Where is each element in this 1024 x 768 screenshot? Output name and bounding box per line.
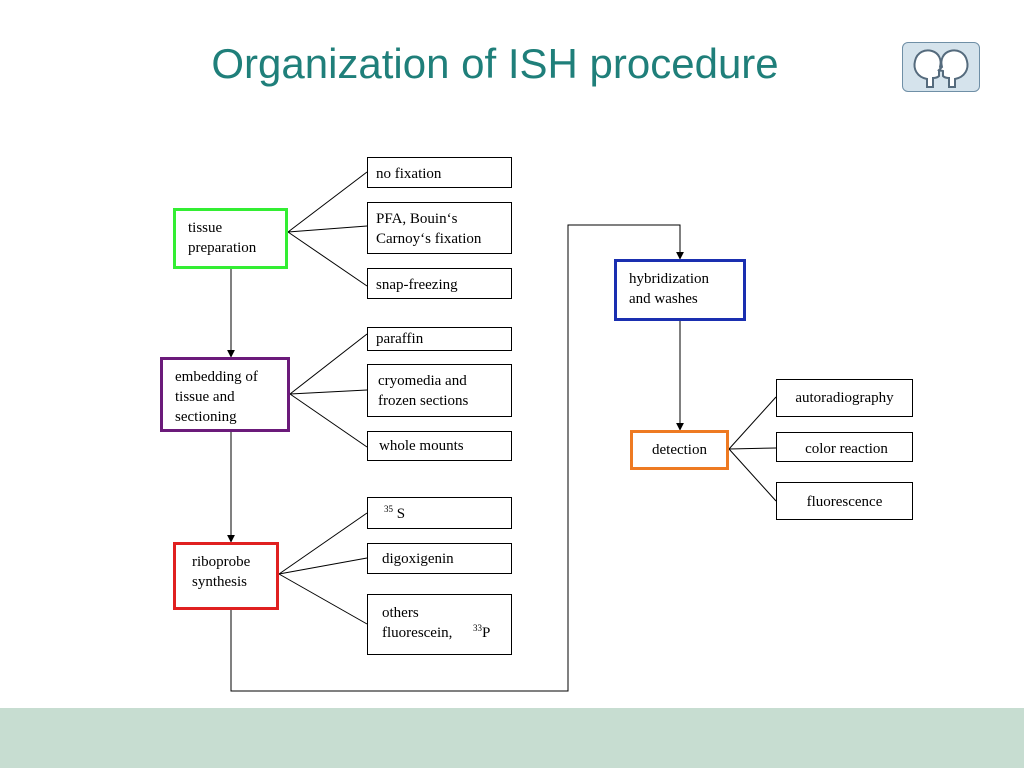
step-label: tissue preparation [188, 220, 257, 256]
option-s35: 35 S [367, 497, 512, 529]
option-paraffin: paraffin [367, 327, 512, 351]
fan-line [289, 333, 368, 395]
option-fluorescence: fluorescence [776, 482, 913, 520]
logo [902, 42, 980, 92]
option-whole-mounts: whole mounts [367, 431, 512, 461]
step-label: hybridization and washes [629, 271, 709, 307]
option-others: others fluorescein, 33P [367, 594, 512, 655]
fan-line [287, 225, 368, 233]
option-color-reaction: color reaction [776, 432, 913, 462]
step-hybridization: hybridization and washes [614, 259, 746, 321]
isotope-symbol: P [482, 625, 491, 641]
step-tissue-preparation: tissue preparation [173, 208, 288, 269]
flow-connectors [227, 171, 777, 692]
fan-line [278, 573, 368, 625]
fan-line [289, 393, 368, 448]
fan-line [728, 447, 777, 450]
option-snap-freezing: snap-freezing [367, 268, 512, 299]
option-pfa-fixation: PFA, Bouin‘s Carnoy‘s fixation [367, 202, 512, 254]
fan-line [287, 171, 368, 233]
two-heads-logo-icon [913, 49, 969, 88]
step-label: riboprobe synthesis [192, 554, 251, 590]
isotope-mass-number: 33 [473, 623, 482, 633]
arrow-riboprobe-to-hybridization [230, 224, 684, 692]
isotope-mass-number: 35 [384, 504, 393, 514]
step-label: detection [652, 442, 707, 458]
isotope-symbol: S [396, 506, 406, 522]
others-label: others fluorescein, [382, 605, 453, 641]
fan-line [728, 396, 777, 450]
option-autoradiography: autoradiography [776, 379, 913, 417]
fan-line [287, 231, 368, 287]
fan-line [728, 448, 777, 502]
step-label: embedding of tissue and sectioning [175, 369, 258, 425]
fan-line [278, 557, 368, 575]
step-detection: detection [630, 430, 729, 470]
option-digoxigenin: digoxigenin [367, 543, 512, 574]
slide-title: Organization of ISH procedure [211, 40, 779, 87]
fan-line [289, 389, 368, 395]
step-riboprobe-synthesis: riboprobe synthesis [173, 542, 279, 610]
fan-line [278, 512, 368, 575]
option-no-fixation: no fixation [367, 157, 512, 188]
footer-band [0, 708, 1024, 768]
step-embedding: embedding of tissue and sectioning [160, 357, 290, 432]
option-cryomedia: cryomedia and frozen sections [367, 364, 512, 417]
